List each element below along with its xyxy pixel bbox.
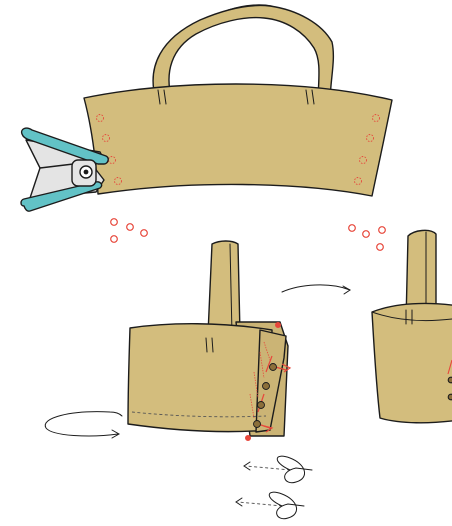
punched-confetti-left [111,219,148,243]
rotate-arrow-icon [45,412,122,438]
step-2-folded-bag [128,241,290,440]
bag-handle-folded [208,241,240,334]
punched-confetti-right [349,225,386,251]
step-1-flat-bag [84,5,392,196]
bag-body-folded [128,324,272,432]
step-3-finished-bag [372,230,452,422]
bag-body-flat [84,84,392,196]
knot-loop-icon [244,456,312,483]
knot-loop-icon-2 [236,492,304,519]
next-arrow-icon [282,285,350,294]
